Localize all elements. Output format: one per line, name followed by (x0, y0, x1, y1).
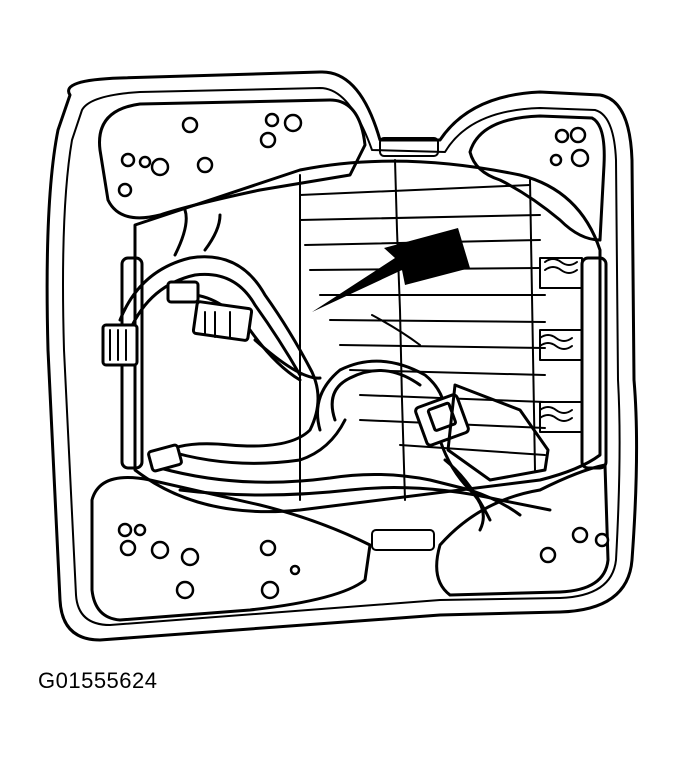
pad-holes (117, 112, 610, 600)
wiring-harness (118, 208, 552, 532)
pad-top-right (468, 114, 606, 242)
arrow-pointer-icon (312, 228, 470, 312)
inner-frame (133, 159, 602, 514)
pad-bottom-left (90, 476, 372, 622)
seat-outer-outline (45, 70, 639, 642)
figure-id-label: G01555624 (38, 668, 158, 693)
seat-inner-outline (62, 87, 621, 626)
seat-underside-illustration (45, 70, 639, 642)
pad-top-left (98, 98, 367, 220)
top-center-tab (379, 137, 439, 157)
suspension-slats (299, 159, 546, 501)
right-rail (580, 256, 608, 470)
connector-icon (101, 280, 550, 482)
bottom-center-tab (371, 529, 435, 551)
right-springs (539, 257, 583, 433)
